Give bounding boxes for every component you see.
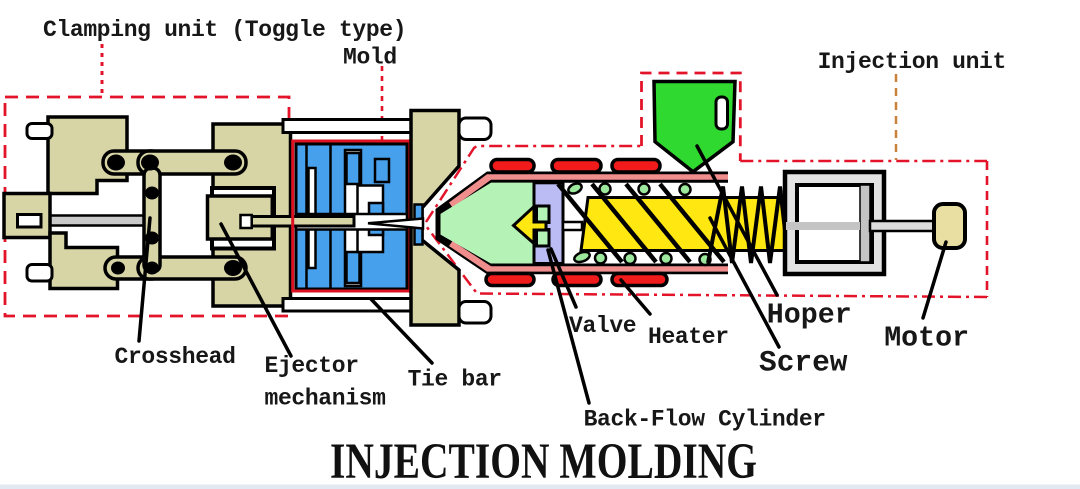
svg-text:Clamping unit (Toggle type): Clamping unit (Toggle type) [43,17,406,43]
svg-text:Motor: Motor [884,323,969,355]
svg-text:Injection unit: Injection unit [818,49,1006,75]
svg-text:Crosshead: Crosshead [115,344,236,370]
svg-text:Heater: Heater [648,324,729,350]
svg-text:Back-Flow Cylinder: Back-Flow Cylinder [584,407,826,433]
svg-text:Ejector: Ejector [265,353,359,379]
svg-text:Hoper: Hoper [767,300,852,332]
svg-text:Screw: Screw [759,346,848,380]
svg-text:Tie bar: Tie bar [408,367,502,393]
svg-text:mechanism: mechanism [265,386,386,412]
svg-text:Valve: Valve [569,313,636,339]
svg-text:Mold: Mold [343,45,397,71]
svg-text:INJECTION MOLDING: INJECTION MOLDING [330,434,757,489]
